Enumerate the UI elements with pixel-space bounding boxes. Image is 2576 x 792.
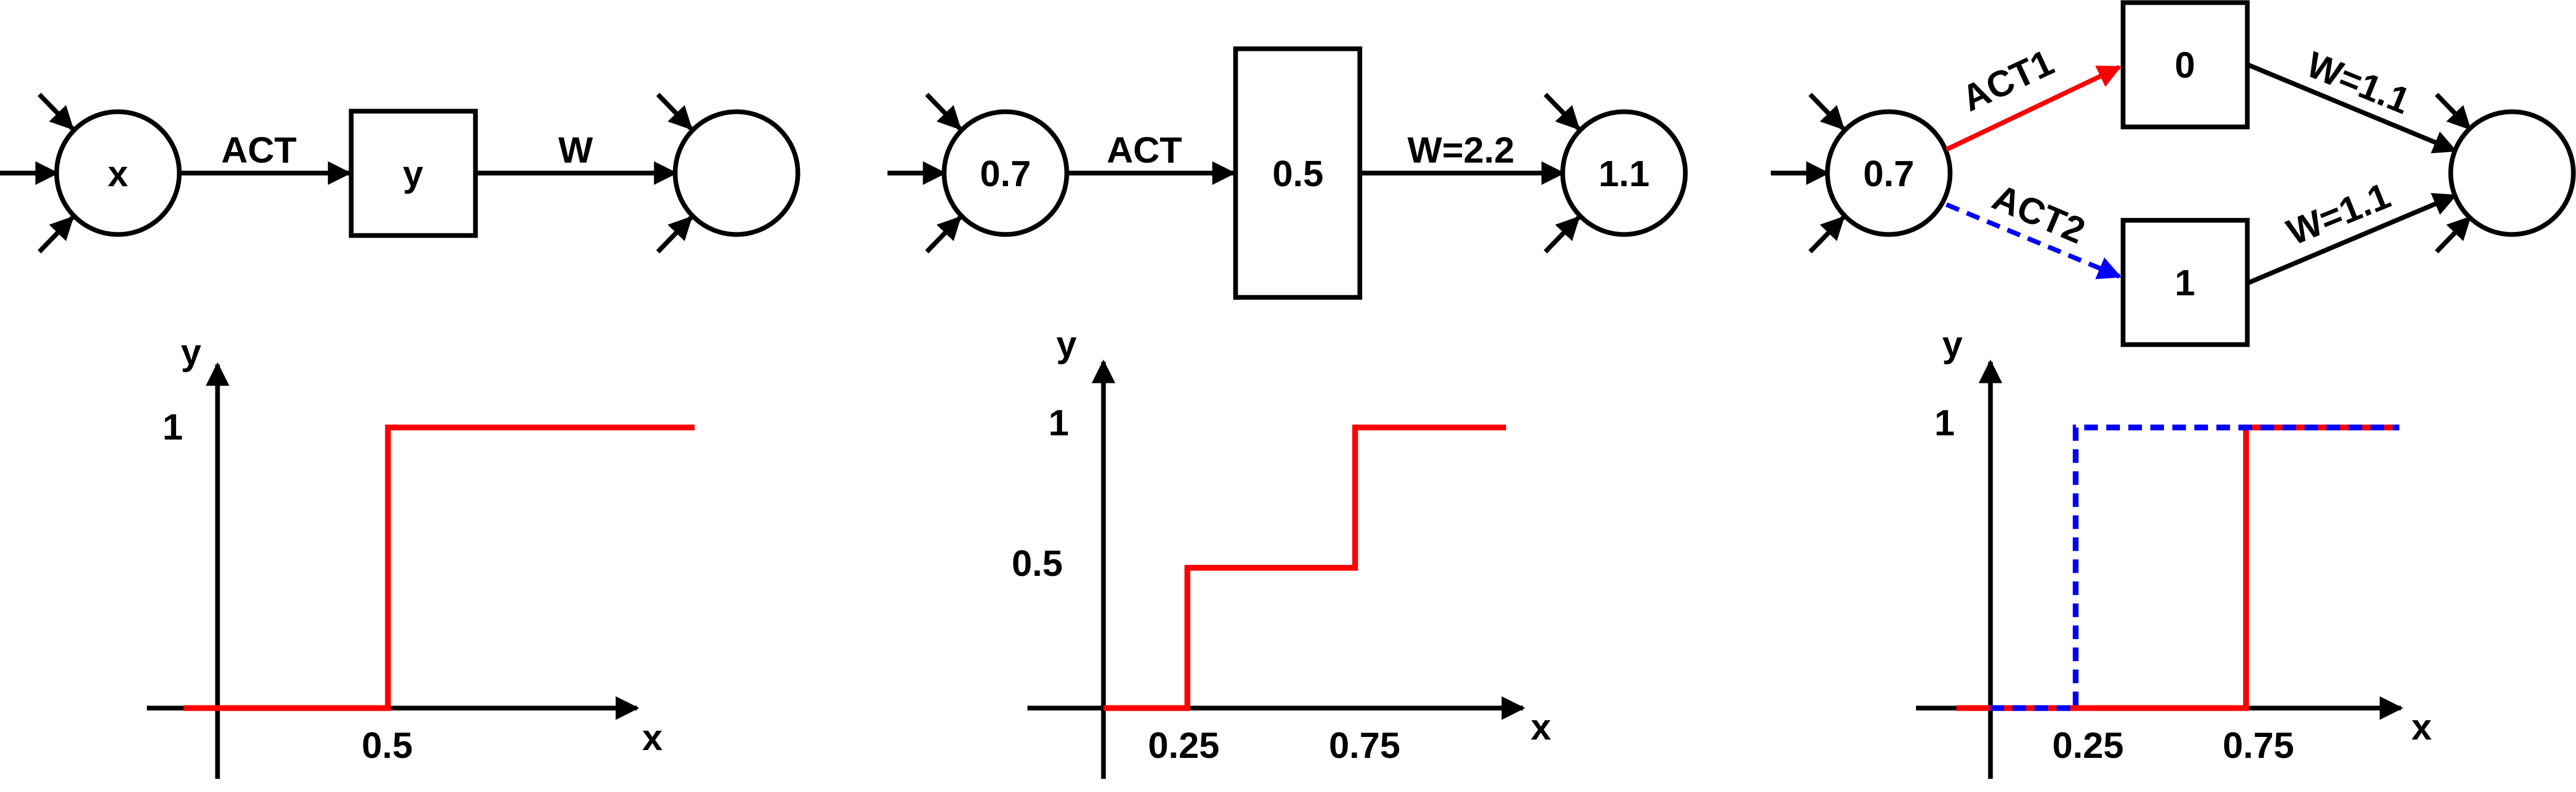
step-function-line <box>1103 424 1506 711</box>
panel3-network <box>1771 0 2576 347</box>
input-arrow-icon <box>1808 216 1845 254</box>
act1-step-line <box>1956 424 2399 711</box>
act1-connection <box>1945 65 2122 152</box>
act-label: ACT <box>221 130 297 170</box>
output-node <box>1560 109 1688 237</box>
input-arrow-icon <box>925 92 962 131</box>
x-tick-label: 0.5 <box>362 725 413 766</box>
activation1-box-label: 0 <box>2175 45 2195 85</box>
input-arrow-icon <box>1808 92 1845 131</box>
x-tick-label: 0.75 <box>2223 725 2294 766</box>
x-tick-label: 0.75 <box>1329 725 1400 766</box>
input-arrow-icon <box>1543 216 1581 254</box>
panel1-network <box>0 92 800 254</box>
y-axis-label: y <box>1942 324 1963 365</box>
input-arrow-icon <box>2434 216 2472 254</box>
x-axis-label: x <box>642 717 663 758</box>
y-tick-label: 0.5 <box>1012 543 1063 584</box>
panel1-plot: y 1 0.5 x <box>147 331 695 779</box>
weight1-connection <box>2246 62 2458 154</box>
panel2-network <box>887 46 1688 300</box>
act1-label: ACT1 <box>1956 41 2060 119</box>
input-node <box>1825 109 1953 237</box>
activation2-box-label: 1 <box>2175 262 2195 303</box>
act2-label: ACT2 <box>1987 176 2091 251</box>
input-arrow-icon <box>656 92 693 131</box>
input-arrow-icon <box>1543 92 1581 131</box>
input-arrow-icon <box>656 216 693 254</box>
input-arrow-icon <box>37 216 74 254</box>
activation-box-label: y <box>403 153 424 194</box>
panel2-plot: y 1 0.5 0.25 0.75 x <box>1012 324 1551 779</box>
activation-box-label: 0.5 <box>1272 153 1323 194</box>
input-arrow-icon <box>925 216 962 254</box>
step-function-line <box>183 424 695 711</box>
input-node-label: 0.7 <box>980 153 1031 194</box>
x-tick-label: 0.25 <box>1148 725 1219 766</box>
output-node <box>673 109 800 237</box>
input-arrow-icon <box>2434 92 2472 131</box>
x-tick-label: 0.25 <box>2052 725 2124 766</box>
weight-label: W=2.2 <box>1408 130 1514 170</box>
input-node-label: 0.7 <box>1863 153 1914 194</box>
y-tick-label: 1 <box>1048 402 1069 443</box>
weight2-label: W=1.1 <box>2281 175 2396 253</box>
y-tick-label: 1 <box>1934 402 1955 443</box>
input-arrow-icon <box>37 92 74 131</box>
y-tick-label: 1 <box>163 406 183 447</box>
weight-label: W <box>558 130 593 170</box>
x-axis-label: x <box>1531 707 1551 747</box>
x-axis-label: x <box>2411 707 2432 747</box>
weight2-connection <box>2246 193 2458 286</box>
input-node-label: x <box>108 153 128 194</box>
output-node-label: 1.1 <box>1598 153 1649 194</box>
output-node <box>2448 109 2576 237</box>
act2-step-line <box>1990 424 2399 711</box>
y-axis-label: y <box>1056 324 1077 365</box>
act2-connection <box>1945 202 2122 280</box>
y-axis-label: y <box>181 331 201 372</box>
panel3-plot: y 1 0.25 0.75 x <box>1916 324 2432 779</box>
act-label: ACT <box>1107 130 1182 170</box>
